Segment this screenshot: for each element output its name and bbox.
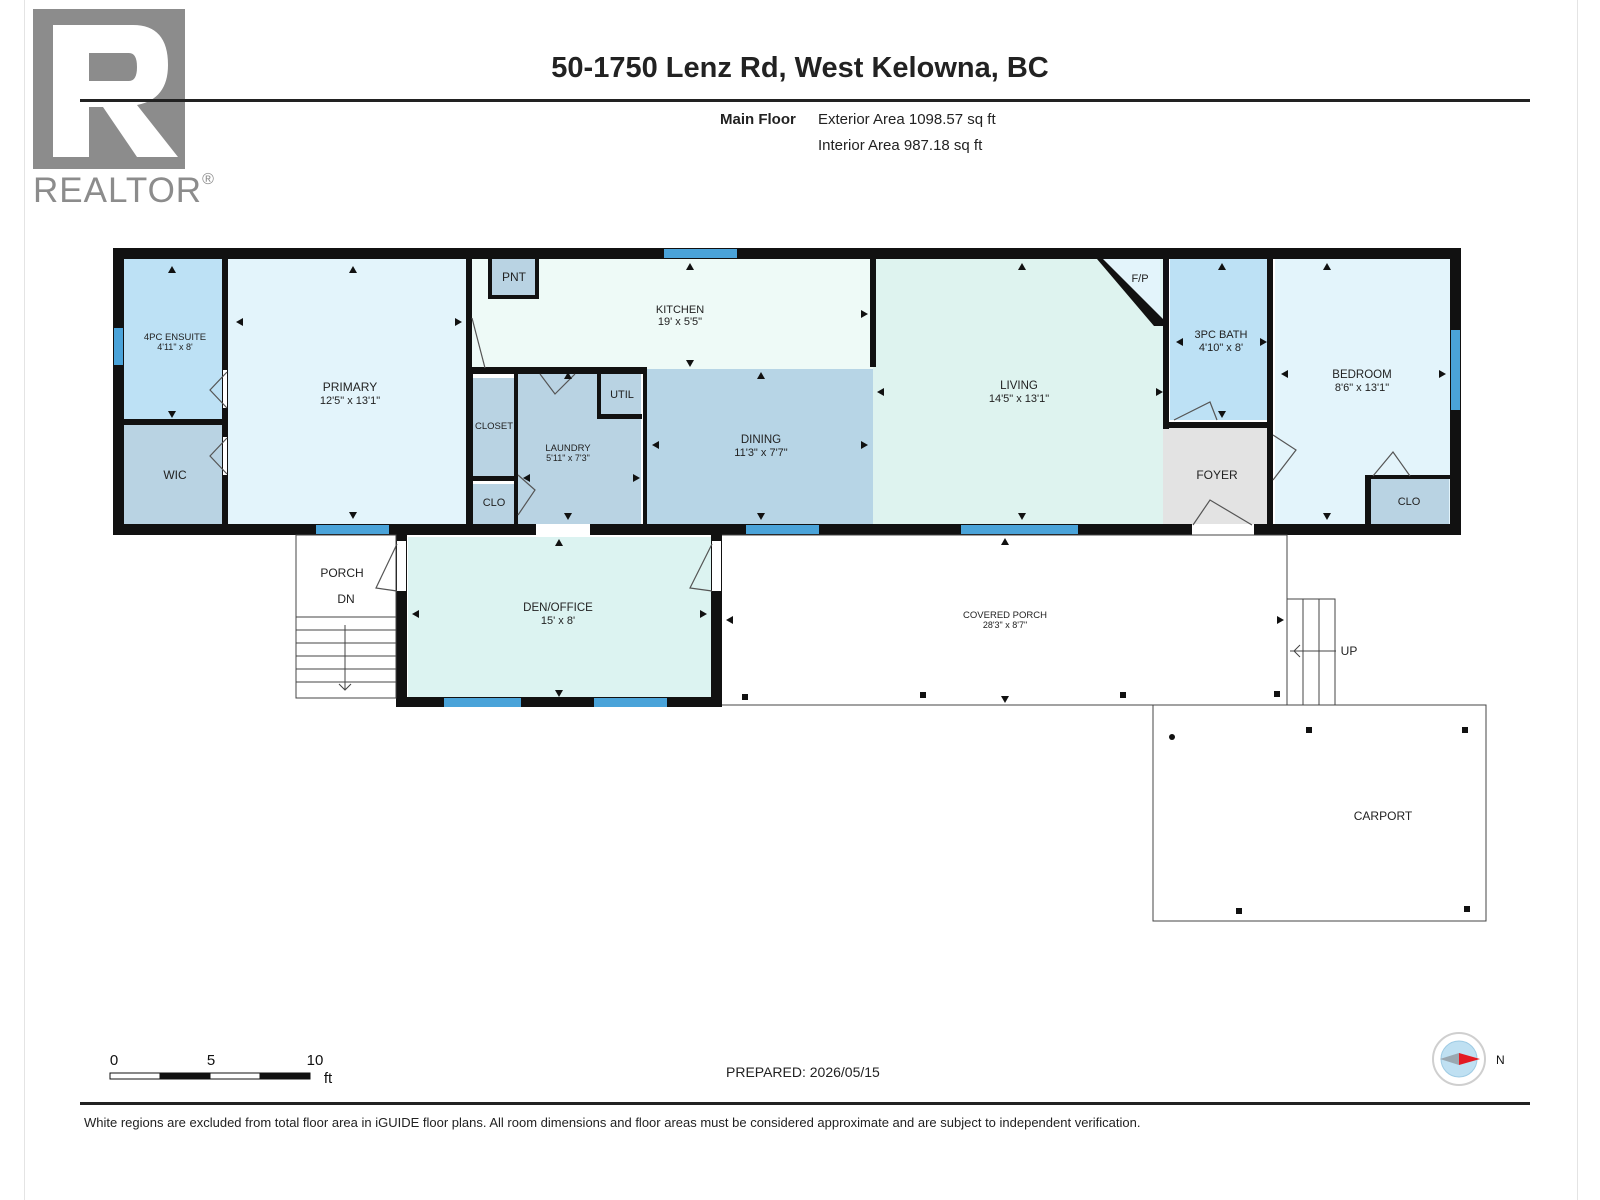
den-south-wall xyxy=(396,697,722,707)
window xyxy=(664,249,737,258)
porch-name: PORCH xyxy=(320,566,363,580)
covered-porch-name: COVERED PORCH xyxy=(963,610,1047,621)
realtor-wordmark: REALTOR® xyxy=(33,171,215,210)
den-name: DEN/OFFICE xyxy=(523,602,593,614)
primary-dims: 12'5" x 13'1" xyxy=(320,395,380,407)
wic-room xyxy=(119,425,222,524)
den-room xyxy=(408,537,714,700)
laundry-dims: 5'11" x 7'3" xyxy=(546,453,590,463)
window xyxy=(594,698,667,707)
covered-porch-dims: 28'3" x 8'7" xyxy=(983,620,1027,630)
bedroom-dims: 8'6" x 13'1" xyxy=(1335,382,1389,394)
exterior-area: Exterior Area 1098.57 sq ft xyxy=(818,111,996,128)
closet-room xyxy=(473,378,514,476)
foyer-room xyxy=(1163,428,1270,524)
prepared-date: PREPARED: 2026/05/15 xyxy=(726,1064,880,1080)
footer-divider xyxy=(80,1102,1530,1105)
pnt-name: PNT xyxy=(502,270,527,284)
den-east-wall xyxy=(711,524,722,707)
floor-label: Main Floor xyxy=(720,111,796,128)
living-room xyxy=(873,255,1165,524)
porch-dn: DN xyxy=(337,592,354,606)
pnt-room xyxy=(491,259,538,297)
kitchen-name: KITCHEN xyxy=(656,304,704,316)
clo-right-name: CLO xyxy=(1398,496,1421,508)
interior-area: Interior Area 987.18 sq ft xyxy=(818,137,983,154)
laundry-name: LAUNDRY xyxy=(545,443,591,454)
carport-name: CARPORT xyxy=(1354,809,1413,823)
closet-name: CLOSET xyxy=(475,421,513,432)
window xyxy=(114,328,123,365)
west-wall xyxy=(113,248,124,531)
north-wall xyxy=(113,248,1461,259)
util-room xyxy=(600,378,641,416)
util-name: UTIL xyxy=(610,389,634,401)
window xyxy=(444,698,521,707)
primary-name: PRIMARY xyxy=(323,380,377,394)
kitchen-dims: 19' x 5'5" xyxy=(658,316,702,328)
realtor-logo xyxy=(33,9,185,174)
ensuite-dims: 4'11" x 8' xyxy=(157,342,193,352)
scale-tick-0: 0 xyxy=(110,1052,118,1069)
footer-disclaimer: White regions are excluded from total fl… xyxy=(84,1115,1141,1130)
dining-room xyxy=(645,369,873,524)
up-label: UP xyxy=(1341,644,1358,658)
ensuite-room xyxy=(119,255,222,422)
scale-unit: ft xyxy=(324,1070,333,1087)
page-title: 50-1750 Lenz Rd, West Kelowna, BC xyxy=(551,52,1049,84)
realtor-r-mark-icon xyxy=(33,9,185,169)
living-name: LIVING xyxy=(1000,380,1038,392)
den-dims: 15' x 8' xyxy=(541,615,575,627)
compass-icon: N xyxy=(1432,1032,1505,1086)
clo-left-name: CLO xyxy=(483,497,506,509)
bedroom-name: BEDROOM xyxy=(1332,369,1391,381)
clo-left-room xyxy=(473,484,514,524)
window xyxy=(1451,330,1460,410)
bath3-room xyxy=(1170,255,1270,420)
scale-bar xyxy=(109,1072,311,1080)
window xyxy=(961,525,1078,534)
bath3-dims: 4'10" x 8' xyxy=(1199,342,1243,354)
den-west-wall xyxy=(396,524,407,707)
clo-right-room xyxy=(1368,478,1449,524)
foyer-name: FOYER xyxy=(1196,468,1238,482)
window xyxy=(316,525,389,534)
bath3-name: 3PC BATH xyxy=(1195,329,1248,341)
compass-north-label: N xyxy=(1496,1053,1505,1067)
window xyxy=(746,525,819,534)
header-divider xyxy=(80,99,1530,102)
primary-room xyxy=(225,255,466,524)
ensuite-name: 4PC ENSUITE xyxy=(144,332,206,343)
wic-name: WIC xyxy=(163,468,187,482)
living-dims: 14'5" x 13'1" xyxy=(989,393,1049,405)
carport-outline xyxy=(1152,704,1487,922)
dining-dims: 11'3" x 7'7" xyxy=(734,447,787,459)
dining-name: DINING xyxy=(741,434,781,446)
scale-tick-5: 5 xyxy=(207,1052,215,1069)
scale-tick-10: 10 xyxy=(307,1052,324,1069)
fp-name: F/P xyxy=(1131,273,1148,285)
